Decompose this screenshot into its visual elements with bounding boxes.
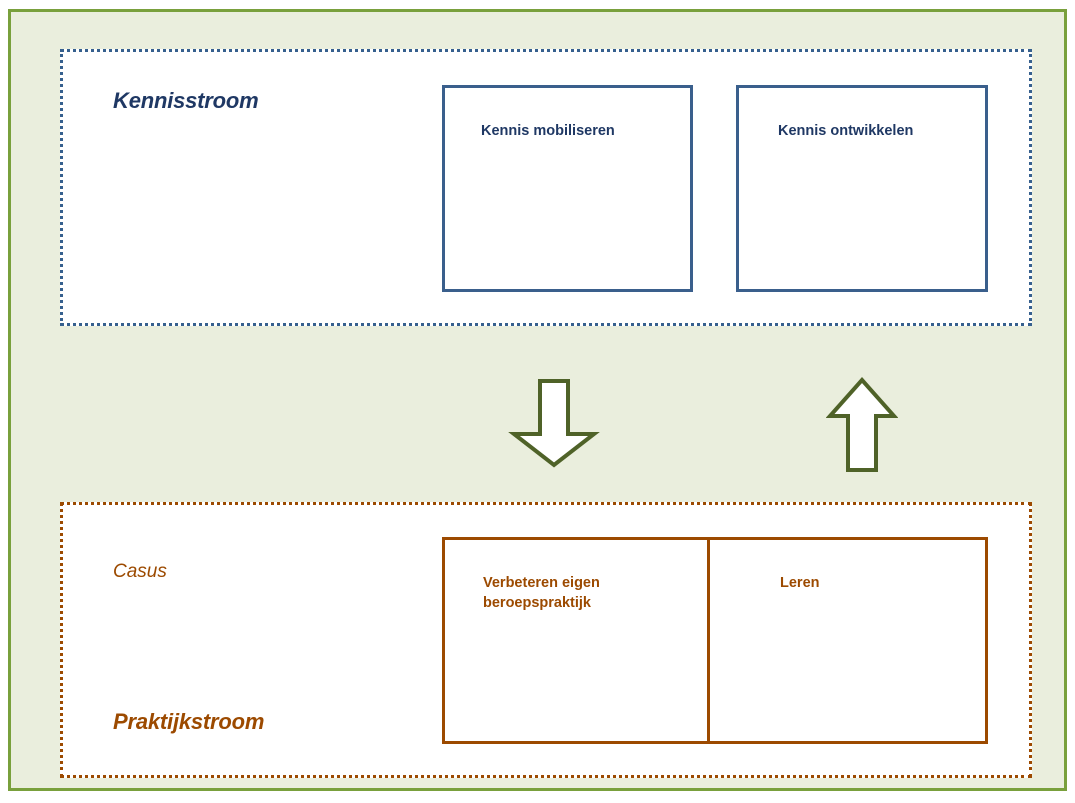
knowledge-stream-title: Kennisstroom	[113, 88, 259, 113]
practice-stream-subtitle-casus: Casus	[113, 561, 167, 582]
card-kennis-mobiliseren-label: Kennis mobiliseren	[481, 123, 615, 139]
card-kennis-ontwikkelen-label: Kennis ontwikkelen	[778, 123, 914, 139]
card-verbeteren-eigen-beroepspraktijk[interactable]: Verbeteren eigen beroepspraktijk	[442, 537, 710, 744]
card-leren-label: Leren	[780, 575, 820, 591]
arrow-up-icon	[825, 375, 899, 475]
card-verbeteren-eigen-beroepspraktijk-label: Verbeteren eigen beroepspraktijk	[483, 575, 600, 611]
arrow-down-icon	[508, 377, 600, 469]
card-kennis-mobiliseren[interactable]: Kennis mobiliseren	[442, 85, 693, 292]
card-leren[interactable]: Leren	[707, 537, 988, 744]
card-kennis-ontwikkelen[interactable]: Kennis ontwikkelen	[736, 85, 988, 292]
practice-stream-title: Praktijkstroom	[113, 709, 265, 734]
